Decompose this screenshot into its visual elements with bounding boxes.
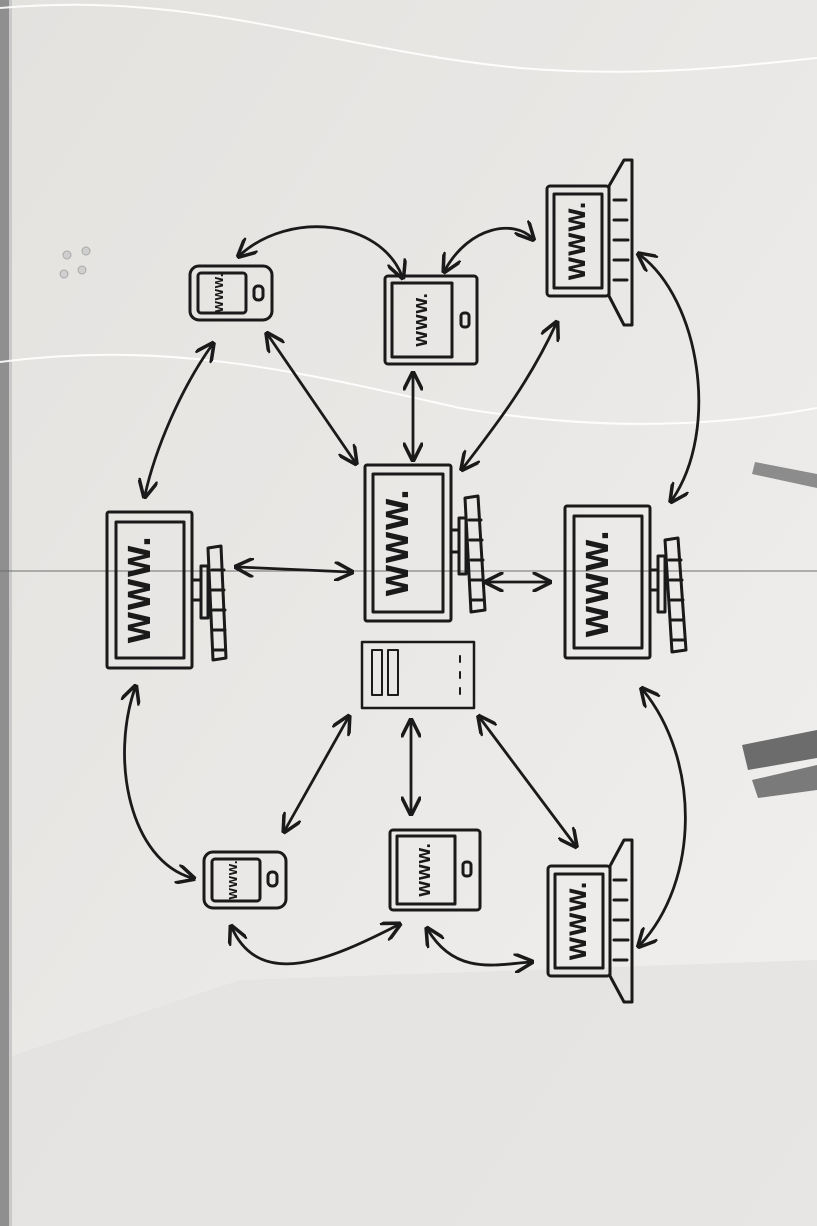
desktop-computer-icon: WWW.: [563, 504, 688, 660]
arrow-tablet-laptop-lower: [428, 930, 530, 965]
desktop-computer-icon: WWW.: [363, 463, 487, 623]
connection-arrows: [125, 225, 701, 966]
arrow-phone-desktop-center: [268, 335, 355, 462]
arrow-laptop-desktop-bottom: [640, 255, 701, 500]
arrow-desktop-top-center: [238, 567, 350, 572]
device-label: WWW.: [413, 293, 431, 347]
left-frame-highlight: [9, 0, 12, 1226]
paper-curve-top: [0, 3, 817, 73]
magnet-dots: [59, 246, 91, 279]
device-label: WWW.: [566, 201, 591, 280]
laptop-icon: WWW.: [545, 158, 634, 327]
arrow-tablet-laptop-upper: [445, 228, 532, 270]
tray-gray-2: [742, 730, 817, 770]
tray-gray-3: [752, 765, 817, 798]
server-tower-icon: [360, 640, 476, 710]
tablet-icon: WWW.: [388, 828, 482, 912]
tray-gray-1: [752, 462, 817, 488]
device-label: WWW.: [416, 843, 434, 897]
device-label: WWW.: [213, 273, 226, 313]
arrow-server-laptop-lower: [480, 718, 575, 845]
laptop-icon: WWW.: [546, 838, 634, 1004]
arrow-phone-desktop-top: [145, 345, 212, 495]
tablet-icon: WWW.: [383, 274, 479, 366]
arrow-phone-tablet-lower: [232, 925, 398, 966]
phone-icon: WWW.: [202, 850, 288, 910]
arrow-phone-tablet-upper: [240, 225, 402, 276]
arrow-desktop-laptop-lower: [640, 690, 687, 945]
arrow-server-phone-lower: [285, 718, 348, 830]
device-label: WWW.: [567, 881, 592, 960]
device-label: WWW.: [381, 489, 416, 597]
left-frame-edge: [0, 0, 9, 1226]
arrow-laptop-desktop-center: [463, 324, 556, 468]
arrow-desktop-phone-lower: [125, 688, 192, 878]
device-label: WWW.: [123, 536, 158, 644]
device-label: WWW.: [227, 860, 240, 900]
device-label: WWW.: [581, 530, 616, 638]
phone-icon: WWW.: [188, 264, 274, 322]
floor-shadow: [0, 960, 817, 1226]
desktop-computer-icon: WWW.: [105, 510, 228, 670]
